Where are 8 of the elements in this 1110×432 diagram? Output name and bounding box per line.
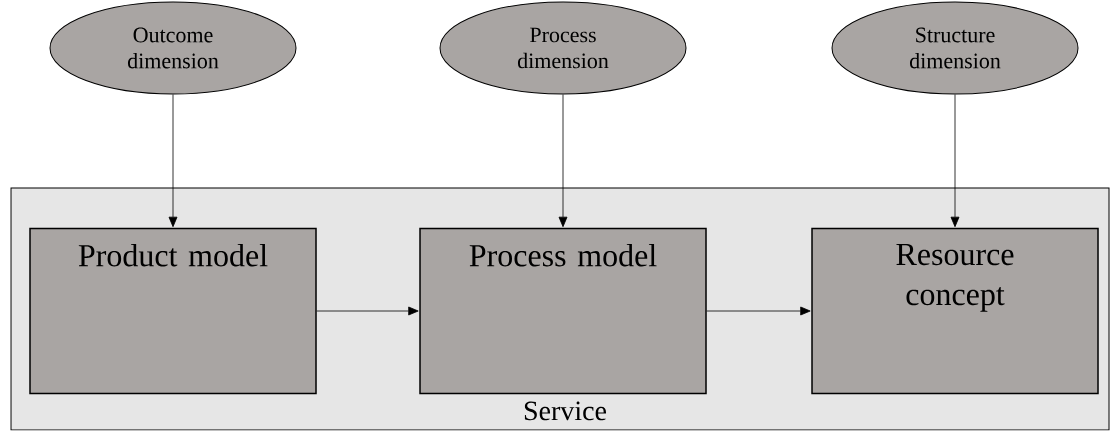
arrow xyxy=(706,306,811,316)
arrow xyxy=(558,94,568,228)
arrow xyxy=(950,94,960,228)
model-box: Product model xyxy=(29,227,317,395)
arrow xyxy=(316,306,419,316)
model-box: Resource concept xyxy=(811,227,1099,395)
model-box: Process model xyxy=(419,227,707,395)
arrow xyxy=(168,94,178,228)
